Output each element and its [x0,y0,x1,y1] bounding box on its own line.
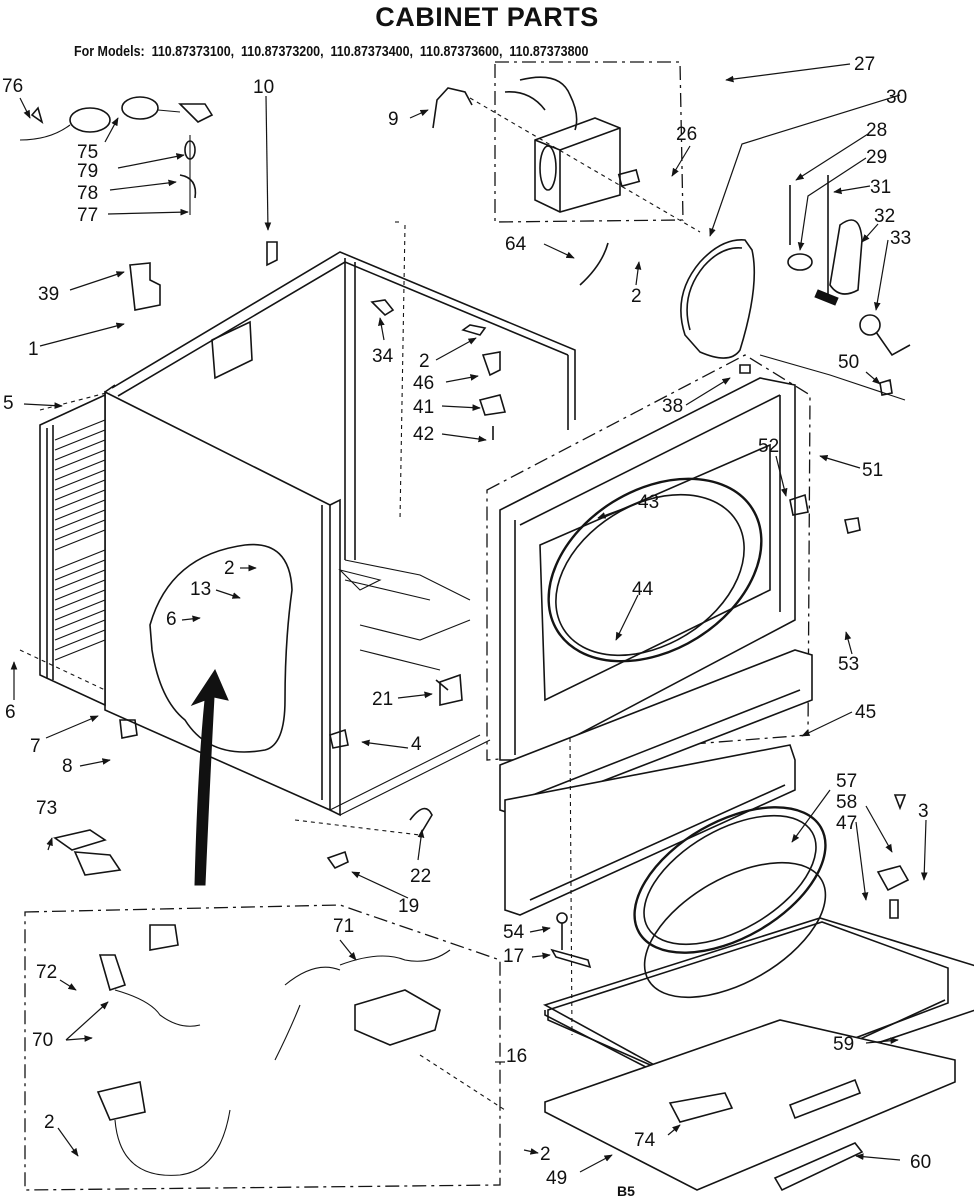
callout-34: 34 [372,346,394,367]
callout-19: 19 [398,896,419,917]
callout-72: 72 [36,962,57,983]
callout-30: 30 [886,87,907,108]
callout-8: 8 [62,756,73,777]
callout-13: 13 [190,579,211,600]
callout-79: 79 [77,161,98,182]
power-cord-drawing [19,96,214,215]
callout-70: 70 [32,1030,53,1051]
small-parts-drawing [53,241,907,919]
callout-52: 52 [758,436,779,457]
callout-77: 77 [77,205,98,226]
motor-assembly-drawing [469,61,701,233]
ground-wire-drawing [579,242,609,286]
callout-45: 45 [855,702,876,723]
door-strike-drawing [876,865,910,892]
leader-lines [10,63,928,1173]
toe-panel-drawing [499,649,813,816]
back-panel-drawing [19,393,106,707]
callout-78: 78 [77,183,98,204]
callout-6: 6 [5,702,16,723]
callout-76: 76 [2,76,23,97]
callout-73: 73 [36,798,57,819]
callout-46: 46 [413,373,434,394]
wiring-harness-box [24,904,506,1191]
callout-5: 5 [3,393,14,414]
cutaway-detail [149,543,293,886]
callout-64: 64 [505,234,527,255]
callout-9: 9 [388,109,399,130]
callout-27: 27 [854,54,875,75]
drum-belt-drawing [680,239,756,359]
callout-1: 1 [28,339,39,360]
model-number: 110.87373600, [419,44,503,60]
callout-17: 17 [503,946,524,967]
callout-28: 28 [866,120,887,141]
callout-57: 57 [836,771,857,792]
hinge-drawing [550,737,592,1036]
page-code: B5 [617,1183,635,1199]
callout-16: 16 [506,1046,527,1067]
callout-38: 38 [662,396,683,417]
callout-74: 74 [634,1130,656,1151]
callout-3: 3 [918,801,929,822]
model-number: 110.87373200, [241,44,324,60]
callout-32: 32 [874,206,895,227]
callout-2: 2 [44,1112,55,1133]
callout-43: 43 [638,492,659,513]
callout-2: 2 [540,1144,551,1165]
callout-59: 59 [833,1034,854,1055]
callout-2: 2 [419,351,430,372]
callout-4: 4 [411,734,422,755]
models-prefix: For Models: [74,44,145,60]
callout-7: 7 [30,736,41,757]
callout-44: 44 [632,579,654,600]
callout-71: 71 [333,916,354,937]
bracket-drawing [432,87,473,129]
callout-75: 75 [77,142,98,163]
model-number: 110.87373100, [151,44,235,60]
model-number: 110.87373400, [330,44,413,60]
model-list: For Models: 110.87373100, 110.87373200, … [74,44,592,60]
callout-2: 2 [224,558,235,579]
door-handle-drawing [773,1142,864,1192]
callout-42: 42 [413,424,434,445]
callout-labels: 76 75 79 78 77 10 39 1 5 6 7 8 73 2 13 6… [2,54,931,1199]
callout-47: 47 [836,813,857,834]
front-panel-drawing [486,354,811,761]
callout-53: 53 [838,654,859,675]
callout-31: 31 [870,177,891,198]
door-drawing [542,806,974,1191]
callout-21: 21 [372,689,393,710]
diagram-title: CABINET PARTS [375,2,599,32]
lower-panel-drawing [504,744,796,916]
callout-49: 49 [546,1168,567,1189]
callout-2: 2 [631,286,642,307]
callout-22: 22 [410,866,431,887]
idler-parts-drawing [759,175,911,401]
callout-39: 39 [38,284,59,305]
callout-60: 60 [910,1152,931,1173]
callout-26: 26 [676,124,697,145]
callout-50: 50 [838,352,859,373]
callout-58: 58 [836,792,857,813]
callout-6: 6 [166,609,177,630]
callout-29: 29 [866,147,887,168]
callout-10: 10 [253,77,274,98]
cabinet-drawing [39,221,576,836]
callout-54: 54 [503,922,525,943]
callout-41: 41 [413,397,434,418]
callout-51: 51 [862,460,883,481]
spacer-drawing [668,1092,734,1123]
model-number: 110.87373800 [509,44,589,60]
callout-33: 33 [890,228,911,249]
